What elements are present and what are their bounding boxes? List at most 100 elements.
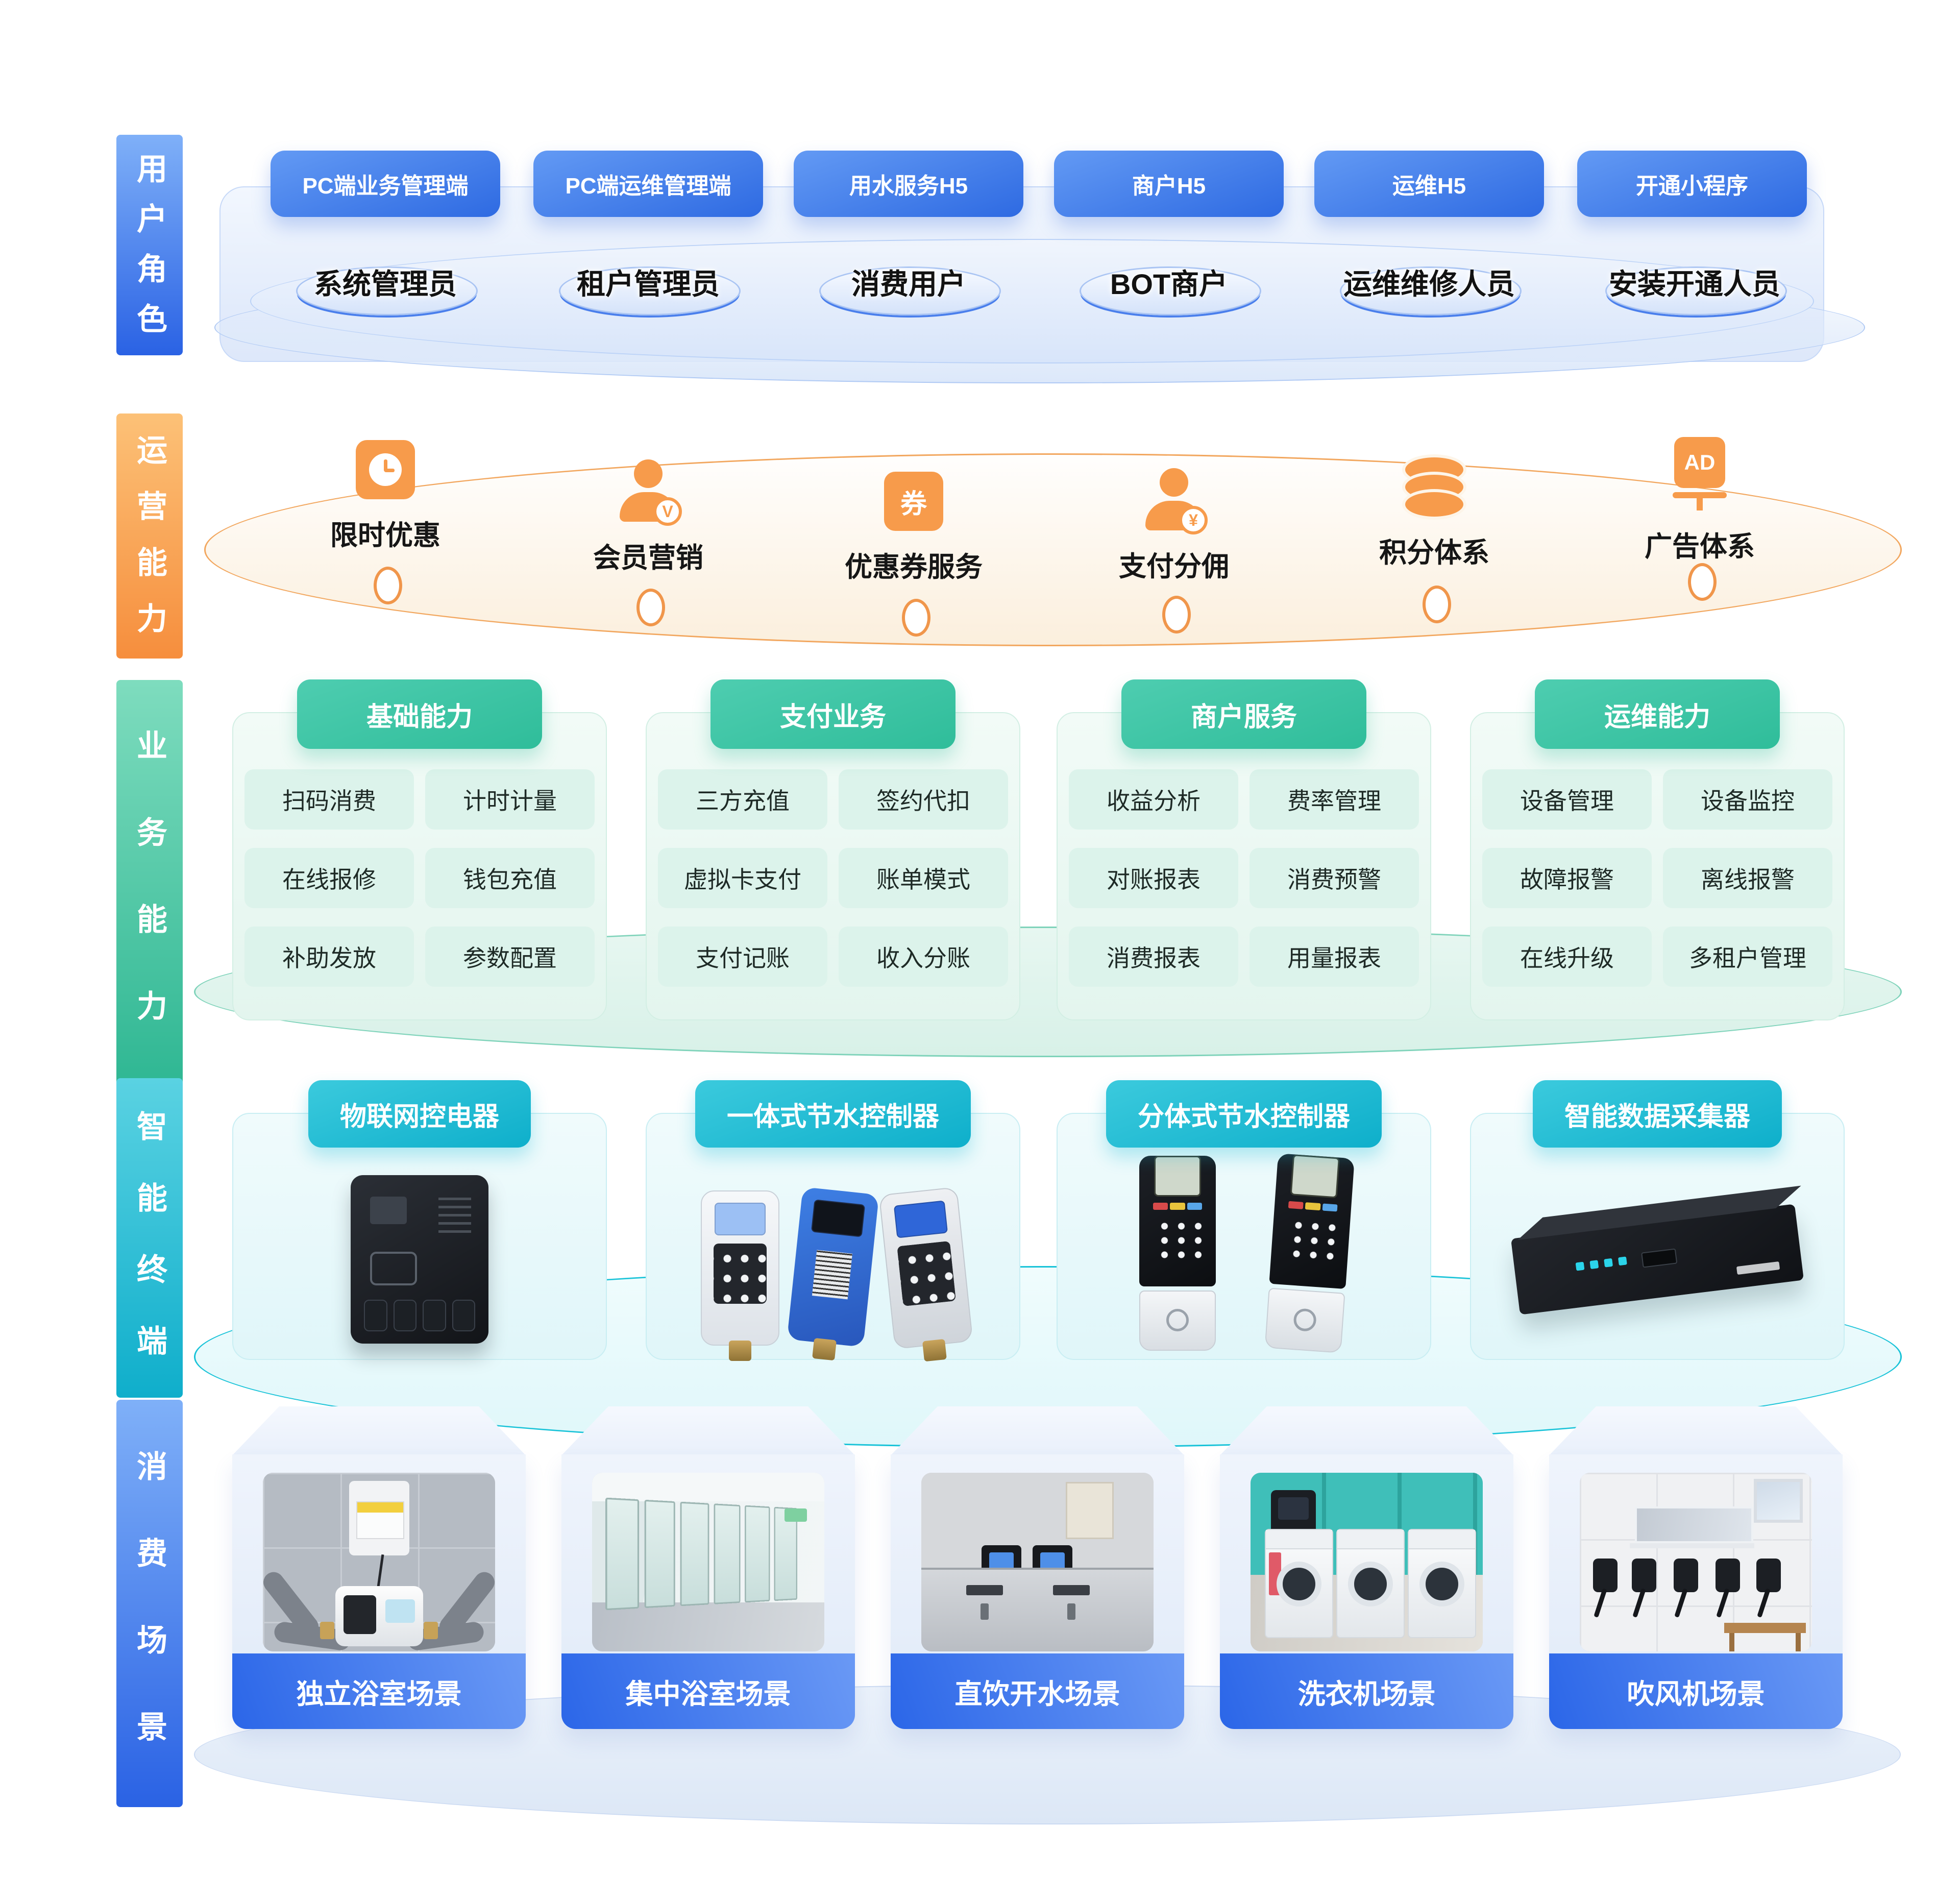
device-button (452, 1300, 475, 1331)
table-leg (1796, 1633, 1801, 1651)
water-tap (1067, 1603, 1075, 1620)
biz-item: 账单模式 (839, 848, 1008, 908)
device-area (233, 1114, 606, 1359)
split-controller (1264, 1142, 1356, 1353)
card-header: 运维能力 (1535, 679, 1780, 749)
washer-door (1348, 1562, 1393, 1606)
device-button (364, 1300, 387, 1331)
stall-door (644, 1499, 675, 1609)
person-head (1160, 468, 1188, 497)
op-item-payment-commission: ¥ 支付分佣 (1067, 468, 1281, 584)
card-header: 基础能力 (297, 679, 542, 749)
window (1754, 1479, 1803, 1523)
brass-joint (320, 1622, 334, 1639)
iot-power-controller-image (351, 1175, 488, 1344)
scene-label: 吹风机场景 (1549, 1653, 1843, 1729)
washer-panel (1266, 1530, 1332, 1549)
exit-sign (785, 1508, 807, 1522)
ceiling (592, 1473, 824, 1501)
hair-dryer-unit (1593, 1559, 1618, 1618)
role-oval (1340, 266, 1522, 315)
laundry-room-photo (1251, 1473, 1483, 1651)
operations-ellipse (204, 453, 1902, 646)
ad-bar (1673, 492, 1727, 498)
role-oval (559, 266, 741, 315)
controller-white (701, 1190, 779, 1361)
ellipse-node-dot (902, 599, 930, 637)
device-screen (1290, 1154, 1340, 1199)
biz-item: 签约代扣 (839, 769, 1008, 830)
rail-operations: 运营能力 (116, 413, 183, 659)
washer-panel (1409, 1530, 1475, 1549)
stall-door (745, 1505, 770, 1603)
controller-blue (787, 1186, 879, 1361)
role-oval (1605, 266, 1787, 315)
coupon-char: 券 (900, 489, 927, 519)
card-header: 智能数据采集器 (1532, 1080, 1782, 1148)
ellipse-node-dot (636, 589, 665, 626)
person-head (634, 459, 663, 488)
color-strip (1153, 1203, 1202, 1210)
biz-item: 计时计量 (425, 769, 595, 830)
biz-item: 参数配置 (425, 927, 595, 987)
biz-item: 收入分账 (839, 927, 1008, 987)
role-oval (1080, 266, 1261, 315)
role-installation-staff: 安装开通人员 (1609, 267, 1780, 300)
scene-card-drinking-water: 直饮开水场景 (891, 1406, 1184, 1729)
device-screen (811, 1199, 866, 1237)
shared-bathroom-photo (592, 1473, 824, 1651)
card-reader-base (1139, 1291, 1216, 1351)
tap-icon (1166, 1309, 1189, 1331)
hair-dryer-room-photo (1580, 1473, 1812, 1651)
biz-item: 补助发放 (244, 927, 414, 987)
biz-item: 收益分析 (1069, 769, 1238, 830)
card-roof (232, 1406, 526, 1455)
biz-item: 在线升级 (1482, 927, 1652, 987)
collector-top-face (1517, 1185, 1801, 1240)
biz-item: 设备监控 (1663, 769, 1832, 830)
tap-icon (1293, 1308, 1317, 1332)
coupon-icon: 券 (884, 472, 943, 531)
device-keypad (897, 1240, 957, 1307)
pill-merchant-h5: 商户H5 (1054, 151, 1284, 217)
op-item-member-marketing: V 会员营销 (541, 459, 755, 575)
mirror (1635, 1506, 1753, 1543)
v-badge: V (653, 497, 682, 526)
biz-item: 设备管理 (1482, 769, 1652, 830)
scene-card-private-bathroom: 独立浴室场景 (232, 1406, 526, 1729)
port-slot (1641, 1248, 1678, 1268)
water-boiler (921, 1568, 1154, 1651)
warning-strip (357, 1502, 403, 1513)
private-bathroom-photo (263, 1473, 495, 1651)
device-screen (1154, 1156, 1201, 1197)
rail-scenes: 消费场景 (116, 1400, 183, 1807)
biz-item: 费率管理 (1250, 769, 1419, 830)
drinking-water-photo (921, 1473, 1154, 1651)
biz-item: 多租户管理 (1663, 927, 1832, 987)
scene-card-shared-bathroom: 集中浴室场景 (561, 1406, 855, 1729)
role-oval (819, 266, 1001, 315)
biz-item: 用量报表 (1250, 927, 1419, 987)
washer-panel (1337, 1530, 1404, 1549)
device-screen (385, 1599, 415, 1623)
device-buttons (364, 1300, 475, 1331)
coin (1402, 489, 1466, 520)
hair-dryer-unit (1716, 1559, 1740, 1618)
hair-dryer-unit (1674, 1559, 1698, 1618)
device-screen (370, 1197, 407, 1224)
reader-screen (1040, 1552, 1065, 1570)
device-keypad (1152, 1216, 1203, 1260)
biz-item: 虚拟卡支付 (658, 848, 827, 908)
nfc-zone (370, 1252, 417, 1285)
scene-label: 集中浴室场景 (561, 1653, 855, 1729)
card-merchant-services: 商户服务 收益分析 费率管理 对账报表 消费预警 消费报表 用量报表 (1057, 679, 1431, 1020)
op-label: 优惠券服务 (845, 552, 983, 582)
device-area (647, 1114, 1019, 1362)
biz-item: 钱包充值 (425, 848, 595, 908)
ad-board: AD (1674, 437, 1725, 488)
card-roof (1220, 1406, 1513, 1455)
